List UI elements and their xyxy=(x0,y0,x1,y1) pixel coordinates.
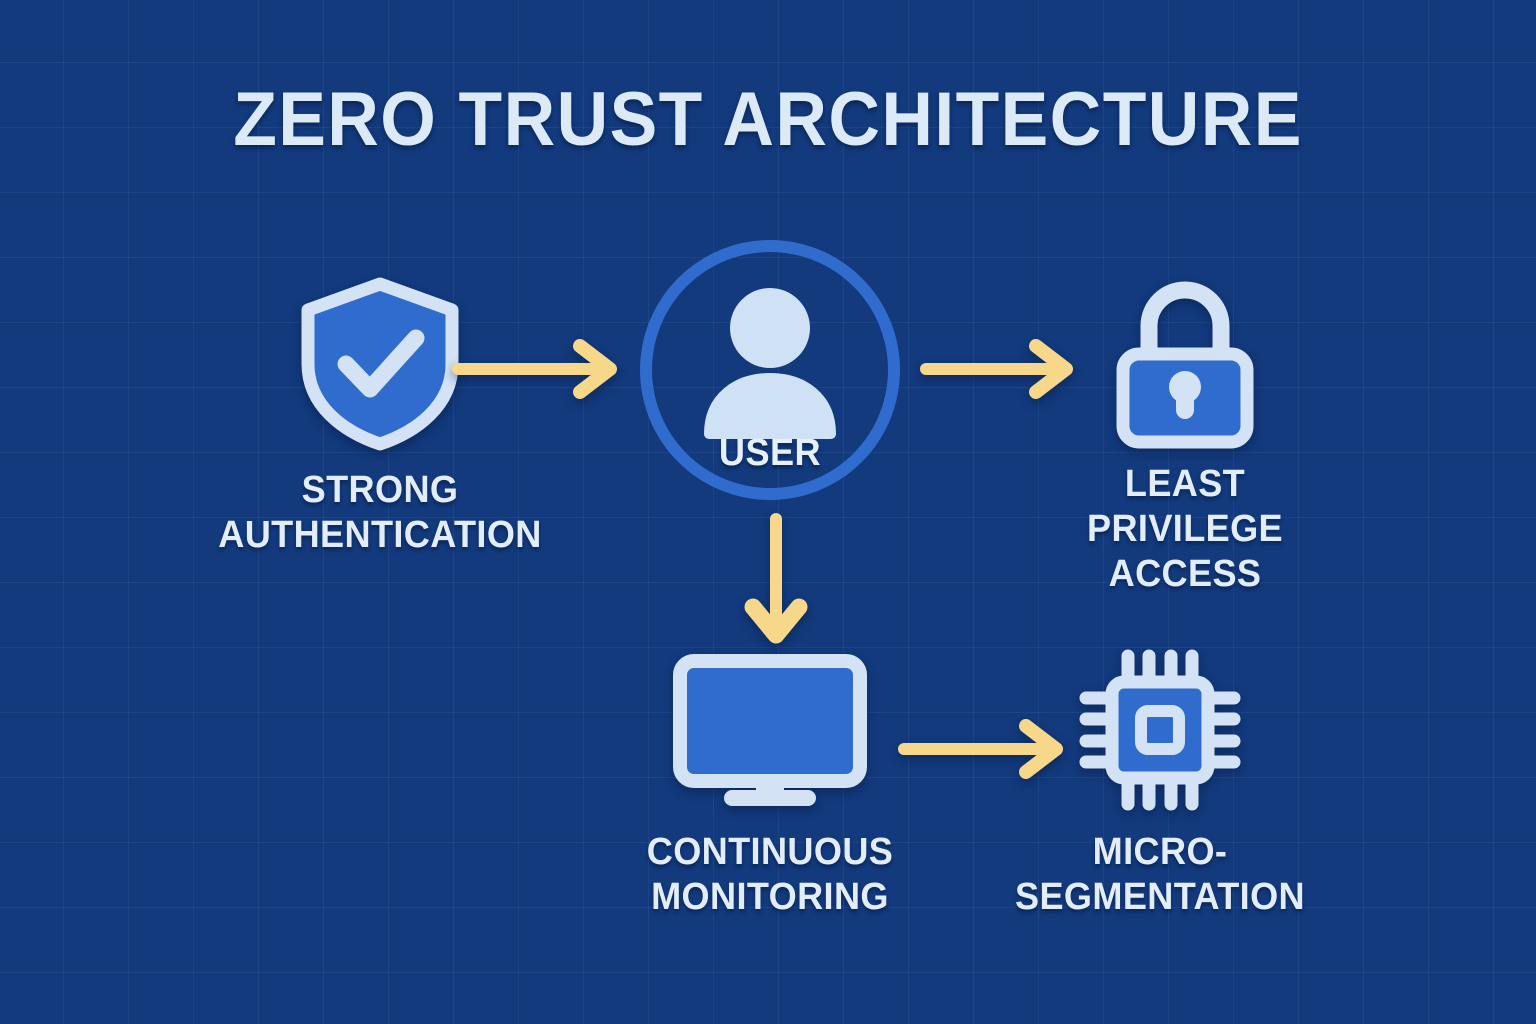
node-least-privilege-access[interactable]: LEAST PRIVILEGE ACCESS xyxy=(985,272,1385,612)
node-label-least-privilege-access: LEAST PRIVILEGE ACCESS xyxy=(1087,463,1283,595)
arrow-user-to-monitor xyxy=(744,513,808,645)
node-label-continuous-monitoring: CONTINUOUS MONITORING xyxy=(646,831,894,918)
node-micro-segmentation[interactable]: MICRO- SEGMENTATION xyxy=(965,649,1355,950)
node-label-user: USER xyxy=(718,432,822,474)
monitor-icon xyxy=(672,654,868,807)
user-avatar-icon xyxy=(695,286,845,439)
lock-icon xyxy=(1109,272,1261,449)
chip-icon xyxy=(1079,649,1241,811)
node-label-micro-segmentation: MICRO- SEGMENTATION xyxy=(1014,831,1306,918)
node-continuous-monitoring[interactable]: CONTINUOUS MONITORING xyxy=(570,654,970,955)
node-label-strong-authentication: STRONG AUTHENTICATION xyxy=(218,469,542,556)
page-title: ZERO TRUST ARCHITECTURE xyxy=(233,77,1303,162)
arrow-user-to-lock xyxy=(920,338,1080,400)
node-user[interactable]: USER xyxy=(640,240,900,500)
shield-check-icon xyxy=(300,277,460,451)
node-strong-authentication[interactable]: STRONG AUTHENTICATION xyxy=(180,277,580,570)
arrow-auth-to-user xyxy=(452,338,624,400)
arrow-monitor-to-chip xyxy=(898,718,1070,780)
